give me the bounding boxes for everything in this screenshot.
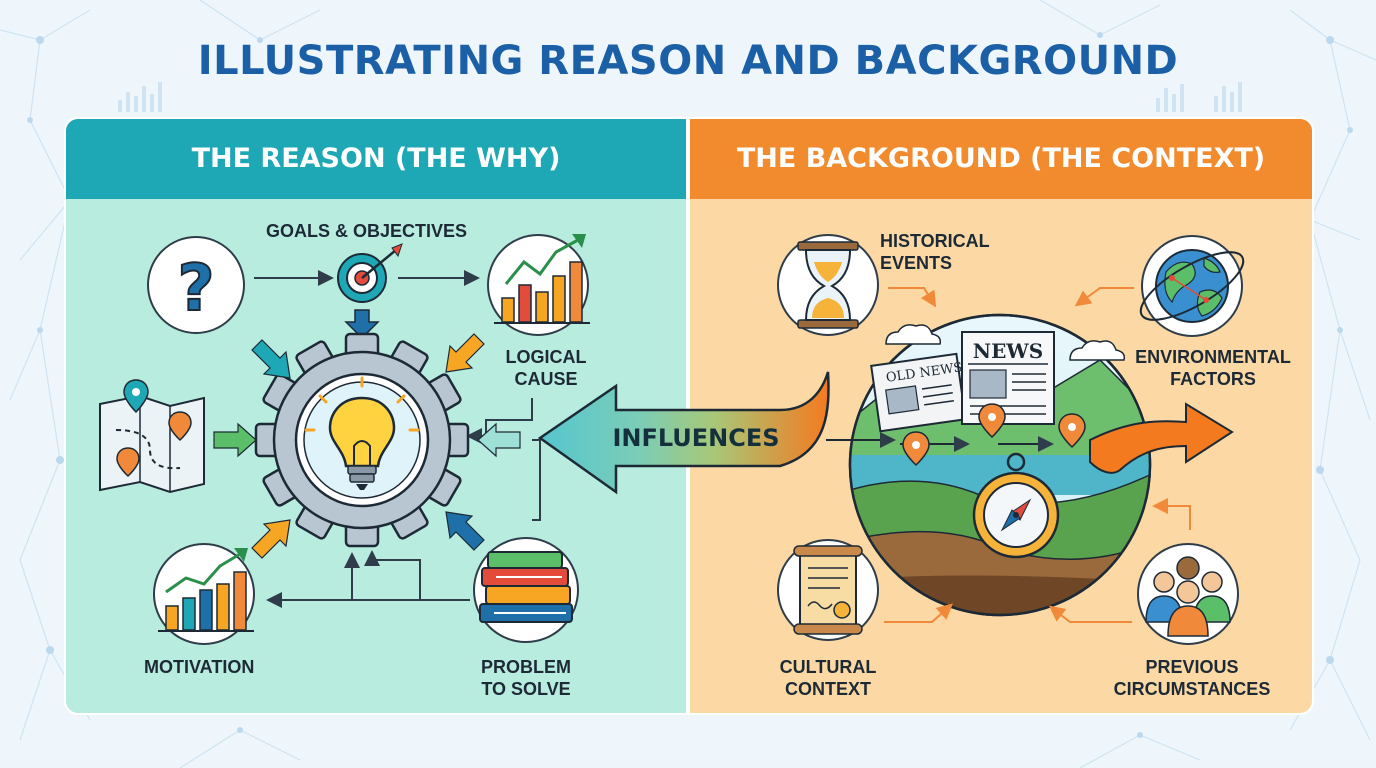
influences-label: INFLUENCES — [612, 424, 780, 452]
map-icon — [99, 379, 205, 494]
motivation-chart-icon — [153, 543, 255, 645]
cloud-icon — [1069, 340, 1126, 361]
problem-to-solve-label: PROBLEM TO SOLVE — [481, 657, 571, 699]
cloud-icon — [885, 324, 942, 345]
news-headline-text: NEWS — [973, 339, 1043, 363]
page-title: ILLUSTRATING REASON AND BACKGROUND — [197, 38, 1179, 84]
diagonal-arrow-icon — [251, 339, 291, 379]
hourglass-icon — [777, 234, 879, 336]
location-pin-icon — [902, 403, 1086, 467]
diagonal-arrow-icon — [445, 511, 485, 551]
environmental-factors-label: ENVIRONMENTAL FACTORS — [1135, 347, 1291, 389]
right-arrow-icon — [213, 422, 257, 458]
motivation-label: MOTIVATION — [144, 657, 255, 677]
growth-chart-icon — [487, 234, 590, 336]
logical-cause-label: LOGICAL CAUSE — [505, 347, 587, 389]
people-icon — [1137, 543, 1239, 645]
left-arrow-icon — [477, 422, 521, 458]
newspaper-icon: OLD NEWS NEWS — [870, 331, 1055, 433]
context-arrow — [1089, 402, 1234, 474]
cultural-context-label: CULTURAL CONTEXT — [779, 657, 877, 699]
gear-bulb-icon — [254, 332, 470, 548]
historical-events-label: HISTORICAL EVENTS — [880, 231, 990, 273]
context-connectors — [884, 287, 1191, 623]
previous-circumstances-label: PREVIOUS CIRCUMSTANCES — [1113, 657, 1271, 699]
down-arrow-icon — [344, 309, 380, 340]
diagonal-arrow-icon — [251, 519, 291, 559]
diagonal-arrow-icon — [445, 333, 485, 373]
question-icon: ? — [147, 236, 245, 334]
svg-text:?: ? — [177, 252, 214, 326]
reason-connectors — [254, 270, 541, 608]
influences-arrow — [537, 371, 830, 495]
scroll-icon — [777, 539, 879, 641]
books-icon — [473, 537, 579, 643]
globe-icon — [1139, 235, 1245, 337]
compass-icon — [972, 452, 1060, 559]
reason-panel-header: THE REASON (THE WHY) — [66, 119, 686, 199]
target-icon — [337, 243, 403, 303]
goals-objectives-label: GOALS & OBJECTIVES — [266, 221, 468, 241]
background-panel-header: THE BACKGROUND (THE CONTEXT) — [690, 119, 1312, 199]
